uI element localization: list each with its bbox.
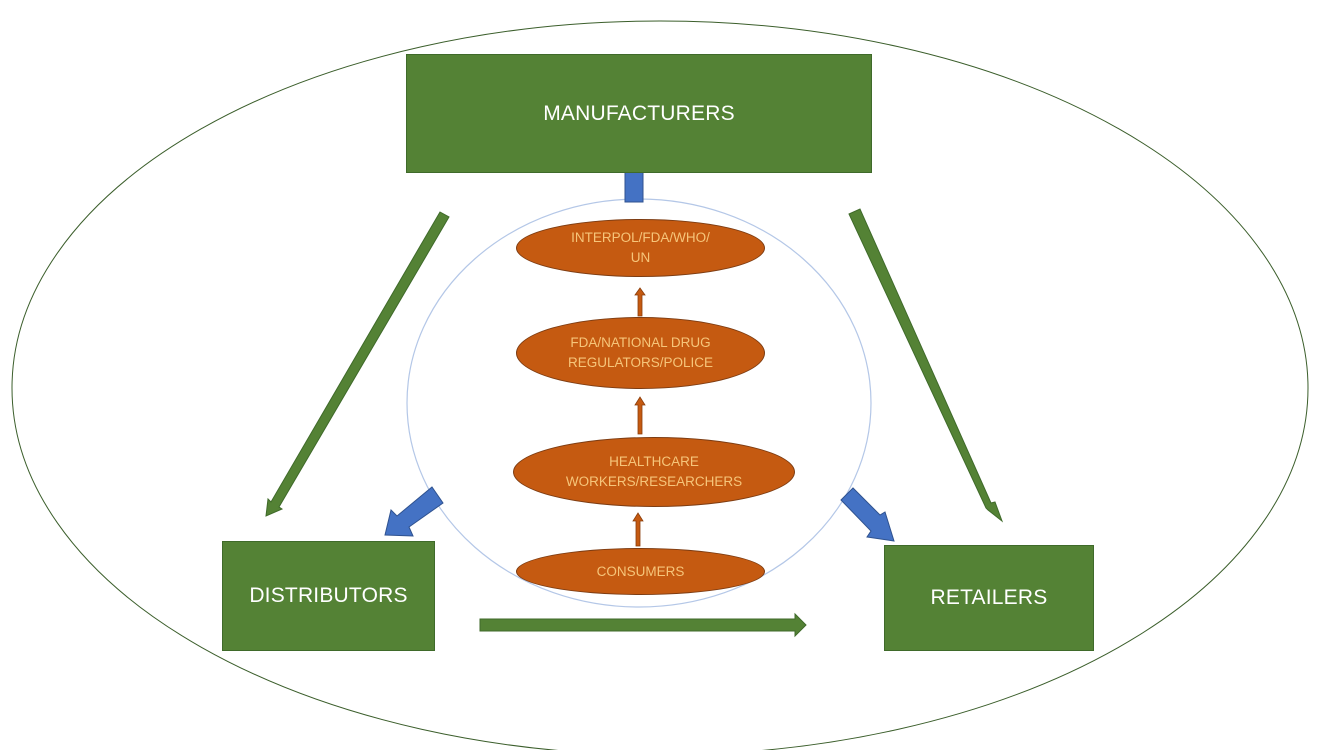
node-regulators-line-2: REGULATORS/POLICE [567,355,714,370]
node-healthcare-line-1: HEALTHCARE [609,454,699,469]
node-regulators-line-1: FDA/NATIONAL DRUG [570,335,711,350]
node-healthcare-line-2: WORKERS/RESEARCHERS [565,474,743,489]
retailers-label: RETAILERS [930,586,1048,609]
arrow-down-to-retailers [840,487,895,542]
node-interpol-line-1: INTERPOL/FDA/WHO/ [571,230,710,245]
node-healthcare: HEALTHCARE WORKERS/RESEARCHERS [513,437,795,507]
distributors-box: DISTRIBUTORS [222,541,435,651]
node-interpol: INTERPOL/FDA/WHO/ UN [516,219,765,277]
manufacturers-box: MANUFACTURERS [406,54,872,173]
arrow-down-to-distributors [384,486,444,537]
node-interpol-line-2: UN [630,250,651,265]
node-consumers: CONSUMERS [516,548,765,595]
retailers-box: RETAILERS [884,545,1094,651]
distributors-label: DISTRIBUTORS [249,584,408,607]
arrow-regulators-to-interpol [634,287,646,317]
arrow-manufacturers-to-distributors [265,211,450,517]
node-regulators: FDA/NATIONAL DRUG REGULATORS/POLICE [516,317,765,389]
arrow-manufacturers-to-retailers [848,208,1004,523]
arrow-consumers-to-healthcare [632,512,644,547]
manufacturers-label: MANUFACTURERS [543,101,735,125]
node-consumers-line-1: CONSUMERS [596,563,685,579]
outer-ellipse [11,20,1309,750]
arrow-healthcare-to-regulators [634,396,646,435]
arrow-distributors-to-retailers [479,612,807,638]
